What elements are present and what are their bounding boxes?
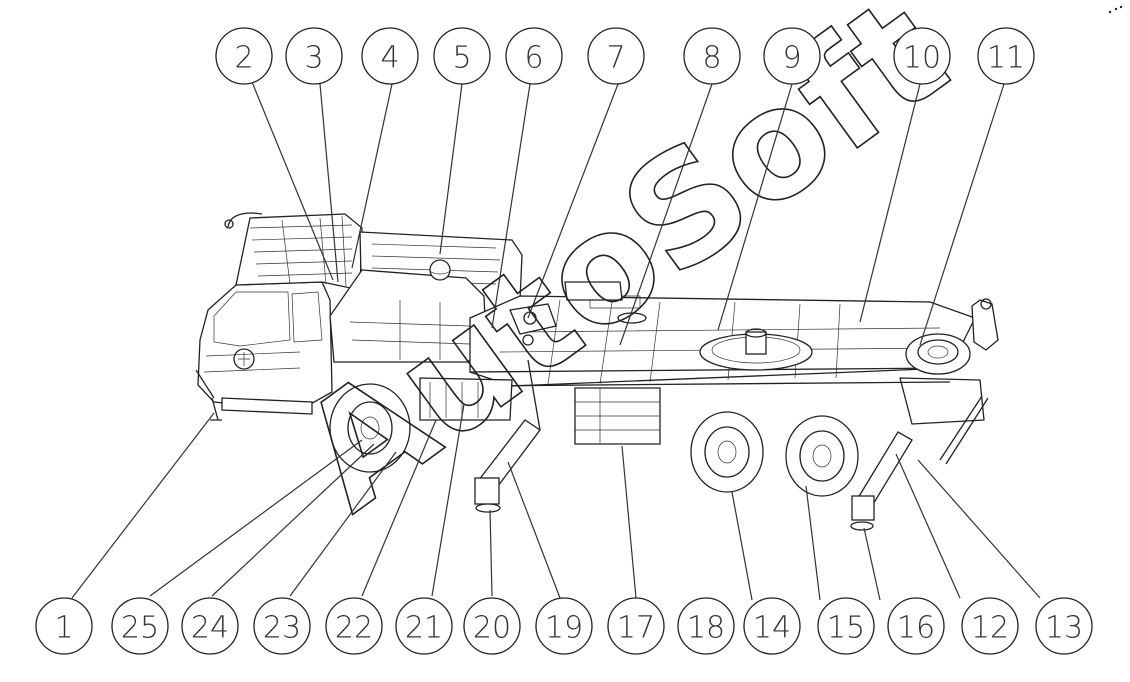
callout-label: 1 bbox=[54, 611, 73, 646]
callout-6: 6 bbox=[505, 27, 563, 85]
callout-label: 11 bbox=[987, 41, 1025, 76]
callout-16: 16 bbox=[887, 597, 945, 655]
turntable bbox=[699, 328, 813, 371]
callout-label: 16 bbox=[897, 611, 935, 646]
callout-4: 4 bbox=[361, 27, 419, 85]
callout-19: 19 bbox=[535, 597, 593, 655]
callout-label: 17 bbox=[617, 611, 655, 646]
engine-module bbox=[329, 231, 523, 363]
corner-mark bbox=[1108, 5, 1123, 14]
callout-label: 25 bbox=[121, 611, 159, 646]
callout-21: 21 bbox=[395, 597, 453, 655]
callouts-top: 2 3 4 5 6 7 8 9 10 11 bbox=[215, 27, 1035, 85]
truck-cab bbox=[195, 213, 363, 421]
callout-23: 23 bbox=[253, 597, 311, 655]
callout-label: 15 bbox=[827, 611, 865, 646]
callout-7: 7 bbox=[587, 27, 645, 85]
callout-20: 20 bbox=[463, 597, 521, 655]
callout-24: 24 bbox=[181, 597, 239, 655]
callout-label: 12 bbox=[971, 611, 1009, 646]
callout-label: 24 bbox=[191, 611, 229, 646]
rear-wheel-1 bbox=[690, 411, 764, 493]
truck-illustration bbox=[195, 212, 999, 531]
callout-1: 1 bbox=[35, 597, 93, 655]
callout-9: 9 bbox=[763, 27, 821, 85]
callouts-bottom: 1 25 24 23 22 21 20 19 17 18 14 15 16 12… bbox=[35, 597, 1093, 655]
callout-12: 12 bbox=[961, 597, 1019, 655]
callout-15: 15 bbox=[817, 597, 875, 655]
callout-label: 10 bbox=[903, 41, 941, 76]
callout-label: 21 bbox=[405, 611, 443, 646]
callout-label: 3 bbox=[304, 41, 323, 76]
leader-lines bbox=[71, 81, 1041, 601]
callout-10: 10 bbox=[893, 27, 951, 85]
front-wheel bbox=[329, 383, 411, 473]
rear-outrigger bbox=[850, 431, 913, 531]
callout-label: 5 bbox=[452, 41, 471, 76]
callout-label: 8 bbox=[702, 41, 721, 76]
callout-25: 25 bbox=[111, 597, 169, 655]
rear-wheel-2 bbox=[785, 415, 859, 497]
callout-label: 14 bbox=[753, 611, 791, 646]
callout-13: 13 bbox=[1035, 597, 1093, 655]
callout-14: 14 bbox=[743, 597, 801, 655]
callout-label: 20 bbox=[473, 611, 511, 646]
callout-label: 9 bbox=[782, 41, 801, 76]
spare-wheel bbox=[905, 333, 971, 375]
callout-2: 2 bbox=[215, 27, 273, 85]
callout-label: 22 bbox=[335, 611, 373, 646]
callout-label: 18 bbox=[687, 611, 725, 646]
callout-label: 2 bbox=[234, 41, 253, 76]
callout-5: 5 bbox=[433, 27, 491, 85]
callout-22: 22 bbox=[325, 597, 383, 655]
callout-18: 18 bbox=[677, 597, 735, 655]
front-outrigger bbox=[474, 359, 541, 513]
callout-3: 3 bbox=[285, 27, 343, 85]
callout-label: 19 bbox=[545, 611, 583, 646]
callout-17: 17 bbox=[607, 597, 665, 655]
callout-label: 7 bbox=[606, 41, 625, 76]
callout-11: 11 bbox=[977, 27, 1035, 85]
callout-label: 6 bbox=[524, 41, 543, 76]
callout-label: 13 bbox=[1045, 611, 1083, 646]
callout-label: 23 bbox=[263, 611, 301, 646]
callout-label: 4 bbox=[380, 41, 399, 76]
callout-8: 8 bbox=[683, 27, 741, 85]
